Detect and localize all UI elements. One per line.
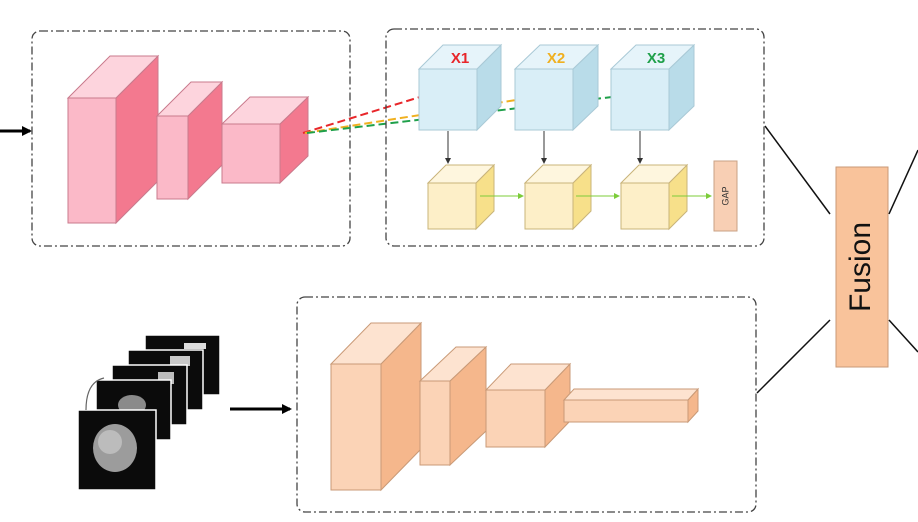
orange-block-1 — [329, 321, 423, 492]
feature-cube-x1 — [417, 43, 503, 132]
orange-block-4 — [562, 387, 700, 424]
label-x1: X1 — [451, 50, 469, 67]
pink-block-3 — [220, 95, 310, 185]
gap-block: GAP — [713, 160, 738, 232]
pink-block-1 — [66, 54, 160, 225]
orange-block-3 — [484, 362, 572, 449]
link-x1 — [302, 96, 421, 134]
fusion-connectors — [756, 125, 918, 394]
yellow-cube-2 — [523, 163, 593, 231]
label-x3: X3 — [647, 50, 665, 67]
yellow-cube-3 — [619, 163, 689, 231]
pink-block-2 — [155, 80, 224, 201]
multiscale-group-box — [385, 28, 765, 247]
bottom-branch-box — [296, 296, 757, 513]
backbone-group-box — [31, 30, 351, 247]
image-slice-stack-icon — [77, 334, 221, 491]
orange-block-2 — [418, 345, 488, 467]
feature-cube-x2 — [513, 43, 600, 132]
fusion-block: Fusion — [835, 166, 889, 368]
feature-cube-x3 — [609, 43, 696, 132]
yellow-cube-1 — [426, 163, 496, 231]
down-arrows — [445, 131, 643, 164]
gap-label: GAP — [720, 186, 730, 205]
label-x2: X2 — [547, 50, 565, 67]
fusion-label: Fusion — [844, 222, 877, 312]
